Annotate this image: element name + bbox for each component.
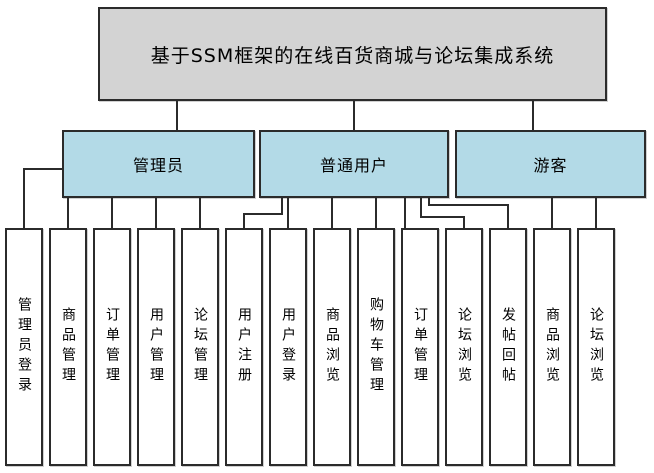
function-node-forum-browsing: 论坛浏览 — [445, 228, 483, 466]
connector-admin-product — [67, 198, 69, 228]
function-node-order-management: 订单管理 — [93, 228, 131, 466]
connector-guest-forum-browse — [595, 198, 597, 228]
connector-user-register-stub — [281, 198, 283, 215]
function-node-user-registration: 用户注册 — [225, 228, 263, 466]
function-node-admin-login: 管理员登录 — [5, 228, 43, 466]
role-node-user: 普通用户 — [259, 130, 449, 198]
function-node-product-management: 商品管理 — [49, 228, 87, 466]
connector-user-post-horizontal — [428, 204, 509, 206]
function-label-forum-browsing-guest: 论坛浏览 — [588, 307, 604, 387]
role-node-admin: 管理员 — [62, 130, 255, 198]
connector-admin-user — [155, 198, 157, 228]
connector-user-login — [287, 198, 289, 228]
root-node-system-title: 基于SSM框架的在线百货商城与论坛集成系统 — [98, 7, 607, 101]
connector-root-user — [353, 101, 355, 130]
role-node-admin-label: 管理员 — [132, 156, 184, 175]
function-label-post-and-reply: 发帖回帖 — [500, 307, 516, 387]
connector-admin-order — [111, 198, 113, 228]
function-label-user-registration: 用户注册 — [236, 307, 252, 387]
connector-user-product-browse — [331, 198, 333, 228]
function-label-admin-login: 管理员登录 — [16, 297, 32, 397]
connector-admin-forum — [199, 198, 201, 228]
function-label-forum-management: 论坛管理 — [192, 307, 208, 387]
function-label-cart-management: 购物车管理 — [368, 297, 384, 397]
function-node-cart-management: 购物车管理 — [357, 228, 395, 466]
connector-user-cart — [375, 198, 377, 228]
function-node-product-browsing-guest: 商品浏览 — [533, 228, 571, 466]
connector-user-register-horizontal — [243, 213, 283, 215]
connector-user-register-drop — [243, 213, 245, 228]
role-node-user-label: 普通用户 — [319, 156, 388, 175]
role-node-guest: 游客 — [455, 130, 646, 198]
function-label-user-management: 用户管理 — [148, 307, 164, 387]
function-label-order-management: 订单管理 — [104, 307, 120, 387]
connector-user-forum-browse-horizontal — [420, 216, 465, 218]
function-node-forum-management: 论坛管理 — [181, 228, 219, 466]
connector-user-forum-browse-drop — [463, 216, 465, 228]
function-node-user-login: 用户登录 — [269, 228, 307, 466]
connector-user-order — [404, 198, 406, 228]
connector-root-admin — [176, 101, 178, 130]
connector-guest-product-browse — [551, 198, 553, 228]
role-node-guest-label: 游客 — [533, 156, 568, 175]
function-node-post-and-reply: 发帖回帖 — [489, 228, 527, 466]
function-label-forum-browsing: 论坛浏览 — [456, 307, 472, 387]
connector-admin-login-horizontal — [23, 168, 62, 170]
root-node-label: 基于SSM框架的在线百货商城与论坛集成系统 — [150, 44, 555, 67]
function-node-order-management-user: 订单管理 — [401, 228, 439, 466]
connector-admin-login-vertical — [23, 168, 25, 228]
function-label-product-management: 商品管理 — [60, 307, 76, 387]
function-label-user-login: 用户登录 — [280, 307, 296, 387]
connector-user-forum-browse-stub — [420, 198, 422, 218]
function-node-product-browsing: 商品浏览 — [313, 228, 351, 466]
function-label-order-management-user: 订单管理 — [412, 307, 428, 387]
connector-user-post-drop — [507, 204, 509, 228]
function-node-user-management: 用户管理 — [137, 228, 175, 466]
function-label-product-browsing: 商品浏览 — [324, 307, 340, 387]
connector-user-post-stub — [428, 198, 430, 206]
connector-root-guest — [532, 101, 534, 130]
function-label-product-browsing-guest: 商品浏览 — [544, 307, 560, 387]
function-node-forum-browsing-guest: 论坛浏览 — [577, 228, 615, 466]
